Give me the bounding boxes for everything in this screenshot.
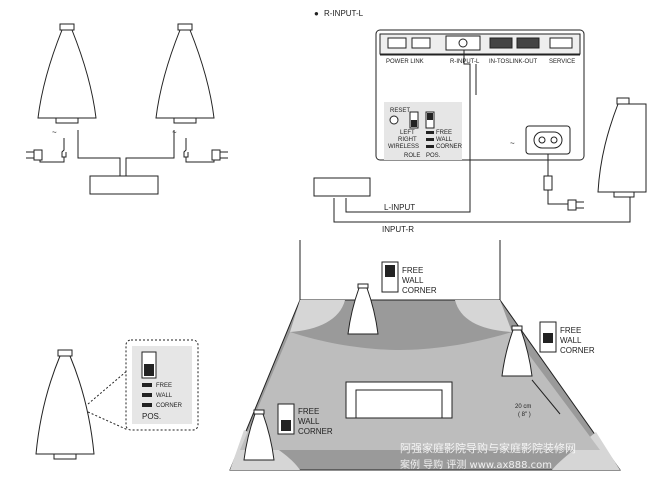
pos-option: WALL <box>298 417 320 426</box>
port-label-service: SERVICE <box>549 59 575 65</box>
signal-cable <box>125 130 175 176</box>
pos-option: WALL <box>156 393 173 399</box>
speaker-icon <box>347 283 379 335</box>
input-r-label: INPUT-R <box>382 225 414 234</box>
source-device <box>313 177 371 197</box>
l-input-cable <box>345 50 471 213</box>
pos-switch-right: FREE WALL CORNER <box>539 321 595 355</box>
speaker-icon <box>37 23 97 124</box>
watermark-line-1: 阿强家庭影院导购与家庭影院装修网 <box>400 441 576 455</box>
role-option: RIGHT <box>398 137 417 143</box>
room-illustration: 20 cm ( 8" ) FREE WALL CORNER FREE WALL … <box>229 240 621 471</box>
service-connector <box>549 37 573 49</box>
pos-switch-corner: FREE WALL CORNER <box>277 403 333 436</box>
watermark-line-2: 案例 导购 评测 www.ax888.com <box>400 458 552 471</box>
role-option: WIRELESS <box>388 144 419 150</box>
pos-option: CORNER <box>402 286 437 295</box>
role-label: ROLE <box>404 153 420 159</box>
pos-option: FREE <box>436 130 452 136</box>
port-label-r-input-l: R-INPUT-L <box>450 59 480 65</box>
speaker-icon <box>501 325 533 377</box>
ac-symbol: ~ <box>52 128 57 137</box>
power-plug-icon <box>183 138 228 163</box>
speaker-icon <box>243 409 275 461</box>
pos-option: CORNER <box>436 144 463 150</box>
zoom-switch-panel: FREE WALL CORNER POS. <box>125 339 199 431</box>
signal-cable <box>77 130 121 176</box>
pos-option: FREE <box>298 407 319 416</box>
toslink-out-connector <box>516 37 540 49</box>
ac-socket: ~ <box>510 125 571 155</box>
amp-cables <box>333 50 631 223</box>
role-option: LEFT <box>400 130 415 136</box>
speaker-icon <box>155 23 215 124</box>
pos-option: FREE <box>402 266 423 275</box>
pos-option: CORNER <box>560 346 595 355</box>
power-plug-icon <box>26 138 67 163</box>
pos-option: WALL <box>402 276 424 285</box>
source-device <box>89 175 159 195</box>
corner-zone <box>455 300 512 332</box>
pos-option: FREE <box>156 383 172 389</box>
bullet-marker: ● <box>314 9 319 18</box>
zoom-speaker <box>35 349 95 460</box>
pos-label: POS. <box>426 153 441 159</box>
pos-option: CORNER <box>156 403 183 409</box>
role-pos-switch-block: RESET LEFT RIGHT WIRELESS FREE WALL CORN… <box>384 102 463 160</box>
pos-option: CORNER <box>298 427 333 436</box>
zoom-callout-lines <box>87 369 129 431</box>
pos-switch-back: FREE WALL CORNER <box>381 261 437 295</box>
port-label-power-link: POWER LINK <box>386 59 424 65</box>
input-r-cable <box>333 196 631 223</box>
pos-label: POS. <box>142 412 161 421</box>
power-link-connector <box>387 37 407 49</box>
pos-option: WALL <box>560 336 582 345</box>
reset-button <box>389 115 399 125</box>
corner-zone <box>290 300 345 332</box>
power-link-connector <box>411 37 431 49</box>
left-speaker-setup: ~ ~ <box>26 23 228 195</box>
pos-option: FREE <box>560 326 581 335</box>
port-label-toslink: IN-TOSLINK-OUT <box>489 59 538 65</box>
speaker-icon <box>57 349 73 357</box>
power-plug-icon <box>543 175 553 191</box>
amp-port-labels: POWER LINK R-INPUT-L IN-TOSLINK-OUT SERV… <box>386 59 575 65</box>
distance-inch: ( 8" ) <box>518 412 531 418</box>
corner-zone <box>552 432 620 470</box>
l-input-label: L-INPUT <box>384 203 415 212</box>
r-input-l-label: R-INPUT-L <box>324 9 364 18</box>
toslink-in-connector <box>489 37 513 49</box>
distance-arrow <box>531 379 561 415</box>
pos-option: WALL <box>436 137 453 143</box>
sofa-icon <box>345 381 453 419</box>
reset-label: RESET <box>390 108 410 114</box>
watermark: 阿强家庭影院导购与家庭影院装修网 案例 导购 评测 www.ax888.com <box>400 441 576 471</box>
top-label: ● R-INPUT-L <box>314 9 364 18</box>
ac-symbol: ~ <box>510 139 515 148</box>
distance-cm: 20 cm <box>515 404 531 410</box>
speaker-icon <box>597 97 647 198</box>
